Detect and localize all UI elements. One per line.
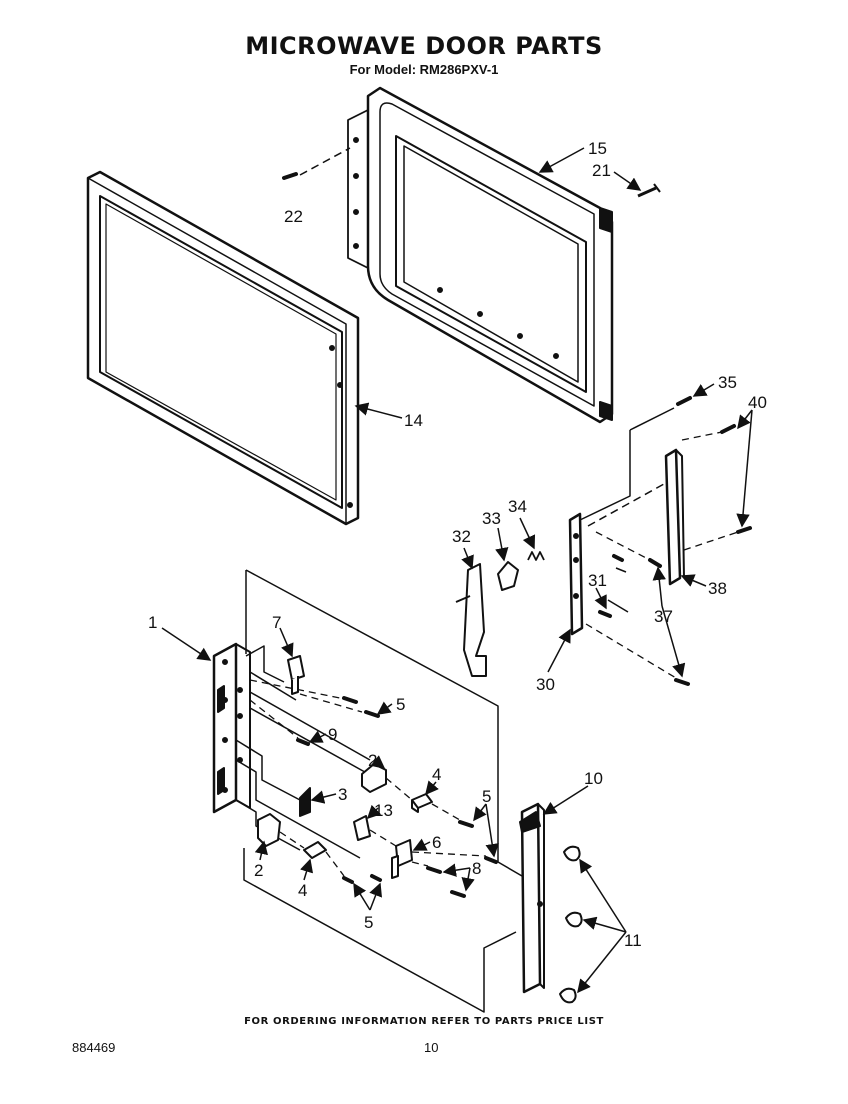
callout-7: 7: [272, 613, 281, 632]
model-subtitle: For Model: RM286PXV-1: [349, 62, 499, 77]
hinge-strip-part: [519, 802, 545, 994]
part-4-block-lower: [303, 841, 327, 859]
part-13-clip: [353, 815, 371, 841]
part-2-lever-lower: [257, 813, 281, 847]
callout-40: 40: [748, 393, 767, 412]
screw-40-upper: [720, 424, 736, 434]
callout-5-lower: 5: [364, 913, 373, 932]
page-number: 10: [424, 1040, 439, 1055]
callout-31: 31: [588, 571, 607, 590]
ordering-note: FOR ORDERING INFORMATION REFER TO PARTS …: [244, 1016, 604, 1027]
document-number: 884469: [72, 1040, 116, 1055]
callout-5-right: 5: [482, 787, 491, 806]
callout-6: 6: [432, 833, 441, 852]
part-31-pin: [598, 610, 612, 618]
part-6-switch: [391, 839, 413, 879]
callout-21: 21: [592, 161, 611, 180]
callout-9: 9: [328, 725, 337, 744]
screw-21: [637, 183, 661, 198]
callout-5-upper: 5: [396, 695, 405, 714]
part-4-block-upper: [411, 793, 433, 813]
callout-34: 34: [508, 497, 527, 516]
part-37-pin-upper: [612, 554, 624, 562]
screw-35: [676, 396, 692, 406]
spring-34-part: [527, 551, 545, 561]
part-7-catch: [287, 655, 305, 695]
screws-5-group: [342, 696, 498, 884]
callout-1: 1: [148, 613, 157, 632]
screw-40-lower: [736, 526, 752, 534]
screws-8-group: [426, 866, 466, 898]
callout-30: 30: [536, 675, 555, 694]
callout-8: 8: [472, 859, 481, 878]
callout-4-upper: 4: [432, 765, 441, 784]
part-3-cam: [299, 787, 311, 817]
bracket-30-part: [568, 512, 584, 636]
callout-13: 13: [374, 801, 393, 820]
screw-22: [282, 172, 298, 180]
callout-22: 22: [284, 207, 303, 226]
callout-10: 10: [584, 769, 603, 788]
inner-door-panel-part: [347, 86, 614, 424]
callout-11: 11: [624, 931, 642, 950]
screw-37-bottom: [674, 678, 690, 686]
latch-33-part: [497, 561, 519, 591]
part-37-pin-lower: [648, 558, 662, 568]
callout-3: 3: [338, 785, 347, 804]
callout-35: 35: [718, 373, 737, 392]
callout-2-lower: 2: [254, 861, 263, 880]
bolts-11-group: [559, 845, 583, 1004]
page-title: MICROWAVE DOOR PARTS: [245, 32, 603, 60]
bracket-38-part: [664, 448, 685, 586]
screw-9: [296, 738, 310, 746]
callout-4-lower: 4: [298, 881, 307, 900]
callout-33: 33: [482, 509, 501, 528]
callout-2-upper: 2: [368, 751, 377, 770]
callout-15: 15: [588, 139, 607, 158]
door-frame-part: [86, 170, 360, 526]
callout-37: 37: [654, 607, 673, 626]
lever-32-part: [455, 563, 487, 677]
callout-32: 32: [452, 527, 471, 546]
callout-38: 38: [708, 579, 727, 598]
callout-14: 14: [404, 411, 423, 430]
